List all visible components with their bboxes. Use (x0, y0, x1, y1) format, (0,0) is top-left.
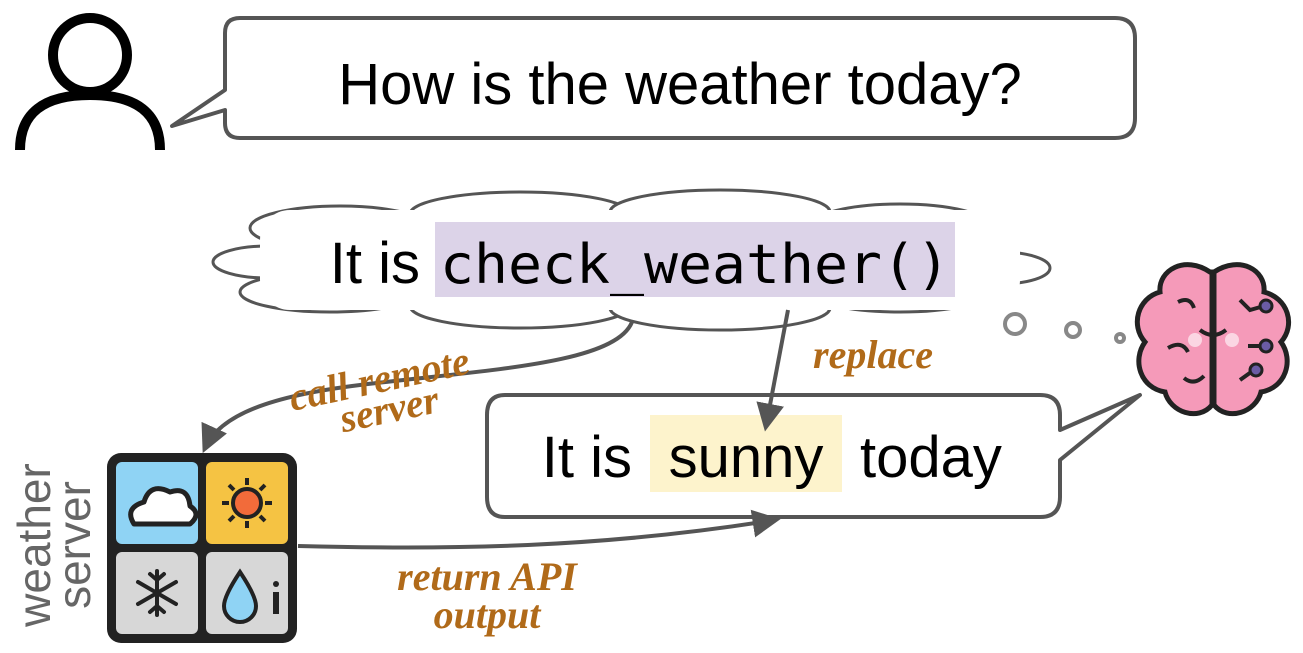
cloud-icon (128, 486, 199, 527)
thought-dots (1003, 312, 1126, 344)
snowflake-icon (136, 569, 178, 617)
return-label-line2: output (434, 592, 543, 637)
brain-icon (1134, 262, 1292, 417)
droplet-icon (221, 568, 259, 624)
thought-prefix: It is (330, 231, 420, 296)
server-label-line1: weather (8, 463, 60, 628)
return-label-line1: return API (397, 554, 578, 599)
sun-icon (222, 478, 272, 528)
server-label-line2: server (48, 481, 100, 609)
call-remote-arrow (201, 321, 634, 454)
replace-label: replace (813, 332, 933, 377)
return-output-arrow (297, 509, 781, 550)
user-icon (15, 13, 165, 151)
answer-suffix: today (860, 425, 1002, 490)
tool-call-text: check_weather() (440, 233, 950, 296)
user-prompt-text: How is the weather today? (338, 52, 1021, 117)
answer-value: sunny (669, 425, 824, 490)
user-speech-bubble (170, 16, 1137, 140)
info-icon (273, 581, 279, 614)
tool-call-highlight (435, 222, 955, 297)
answer-prefix: It is (542, 425, 632, 490)
answer-value-highlight (650, 415, 842, 492)
weather-server-icon (107, 453, 297, 643)
replace-arrow (756, 309, 790, 432)
